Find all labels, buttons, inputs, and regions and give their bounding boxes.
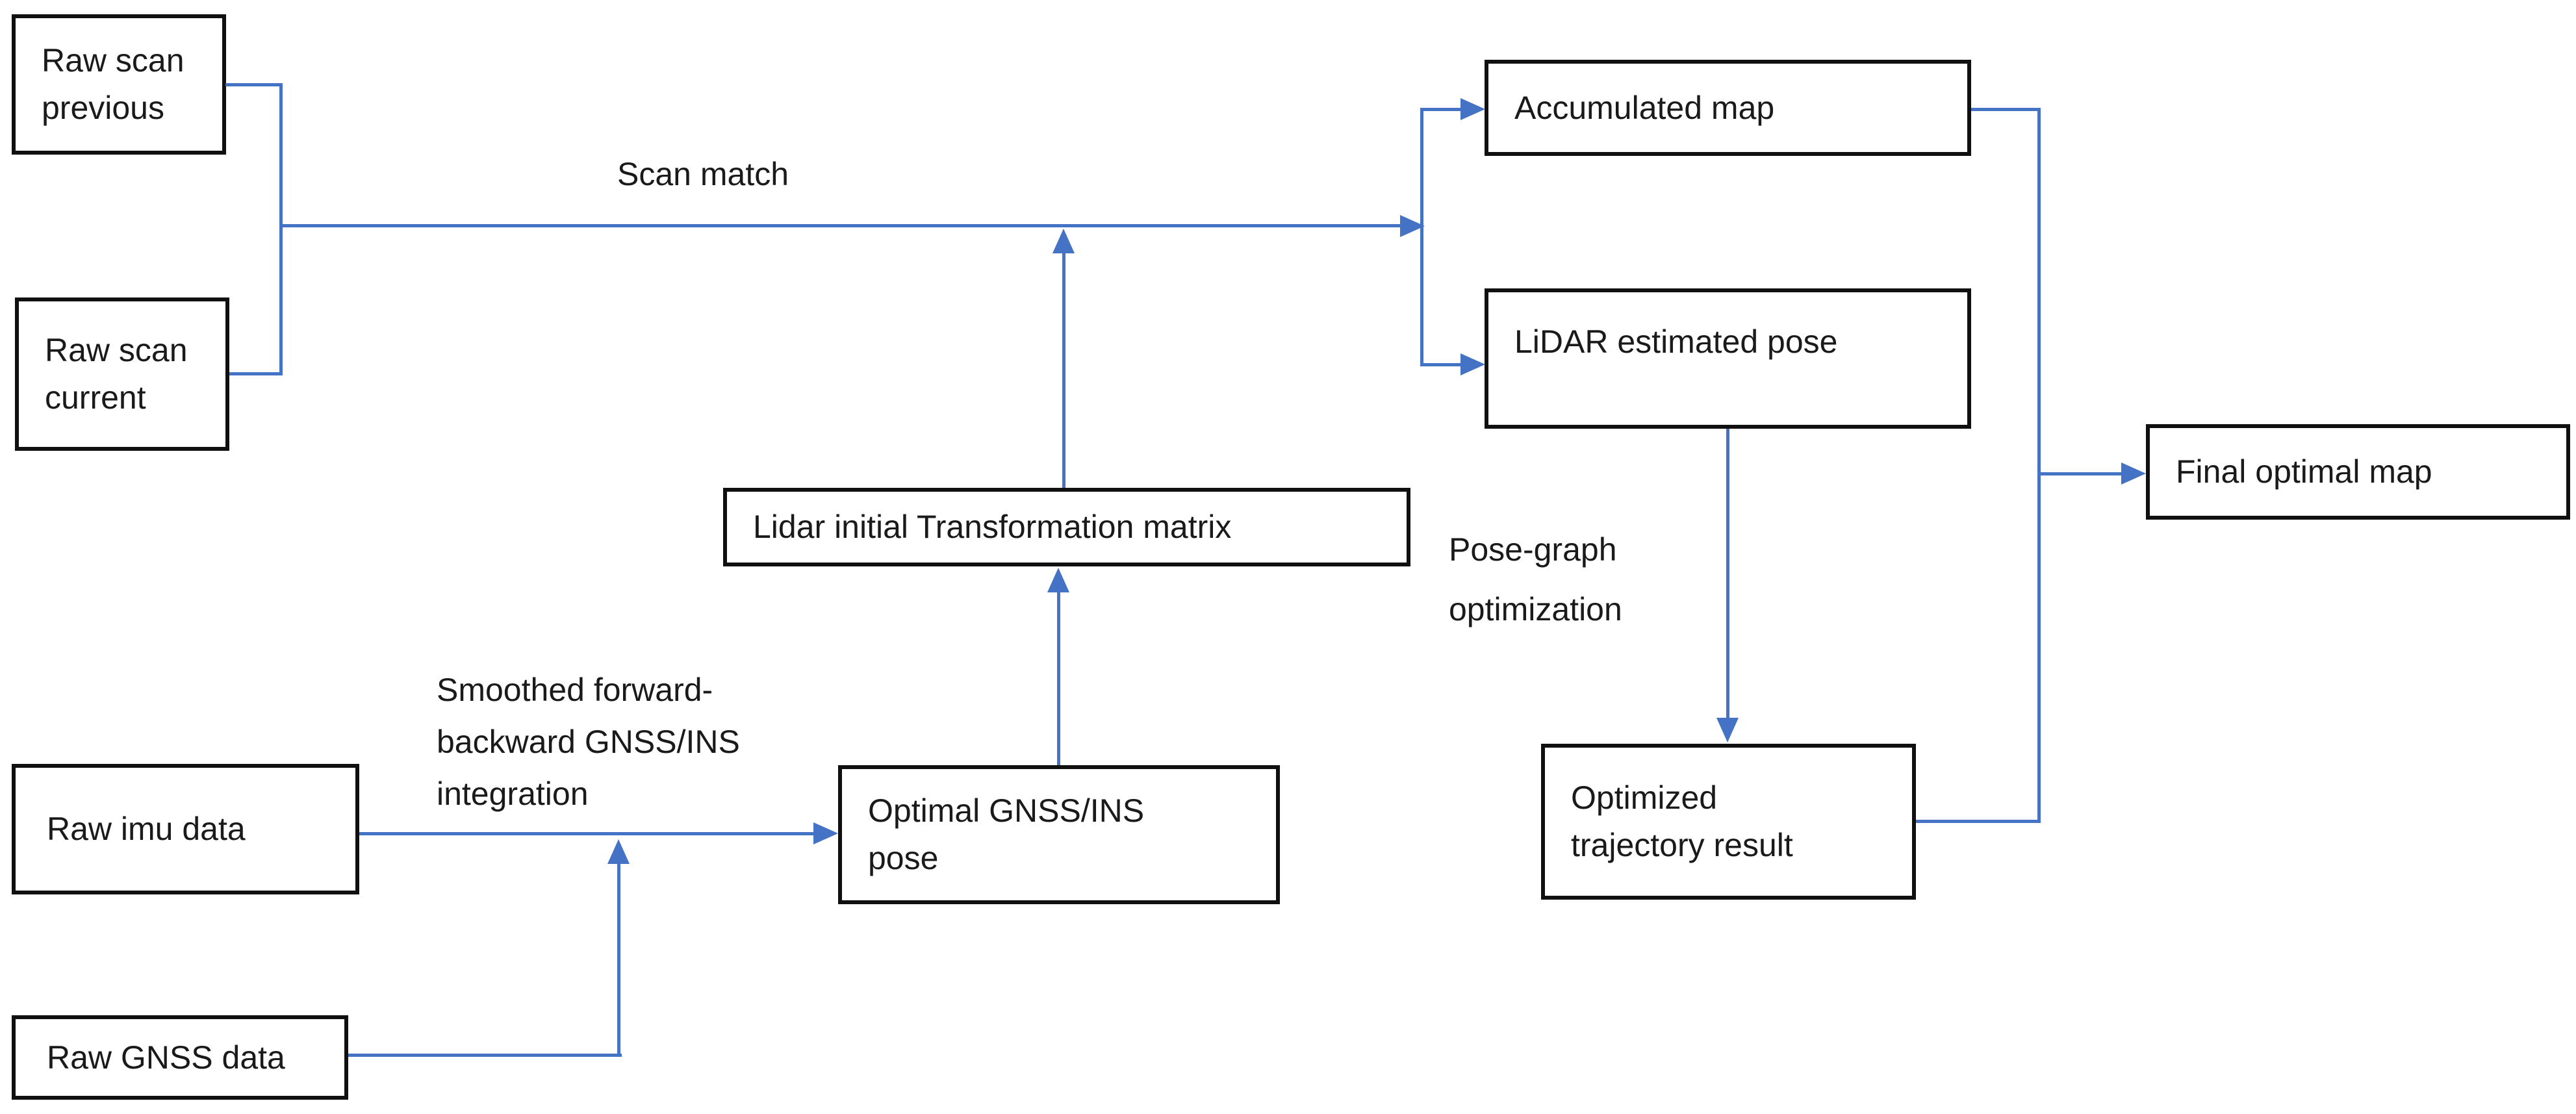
- node-label: Optimal GNSS/INS: [868, 792, 1145, 829]
- node-label: previous: [42, 90, 164, 126]
- arrowhead-to-lidar-estimated-pose: [1460, 353, 1485, 375]
- node-raw-scan-previous: Raw scan previous: [12, 14, 226, 155]
- label-pose-graph-optimization: Pose-graph optimization: [1449, 520, 1622, 639]
- node-label: current: [45, 379, 146, 416]
- node-label: Raw scan: [45, 332, 188, 368]
- connector-gnss-out: [348, 1054, 622, 1057]
- arrowhead-gnsspose-to-transform: [1047, 568, 1069, 592]
- node-lidar-initial-transformation-matrix: Lidar initial Transformation matrix: [723, 488, 1410, 566]
- edge-label-text: integration: [437, 776, 589, 812]
- node-label: Lidar initial Transformation matrix: [753, 509, 1232, 545]
- connector-imu-to-gnsspose: [359, 832, 813, 835]
- node-label: Final optimal map: [2176, 453, 2432, 490]
- connector-accmap-out: [1971, 108, 2041, 111]
- node-label: Accumulated map: [1514, 89, 1775, 126]
- node-label: pose: [868, 840, 939, 876]
- arrowhead-to-final-map: [2121, 462, 2146, 485]
- connector-rawscanprev-stub: [225, 83, 281, 86]
- connector-trajectory-out: [1916, 820, 2041, 823]
- arrowhead-transform-to-scanmatch: [1052, 229, 1075, 253]
- node-label: Raw scan: [42, 42, 185, 79]
- label-scan-match: Scan match: [617, 156, 789, 192]
- connector-to-final-map: [2037, 472, 2121, 475]
- node-raw-scan-current: Raw scan current: [15, 297, 229, 451]
- node-label: Optimized: [1571, 779, 1718, 816]
- node-label: Raw imu data: [47, 811, 246, 847]
- connector-rawscancur-stub: [229, 372, 281, 375]
- node-label: Raw GNSS data: [47, 1039, 285, 1076]
- connector-to-lidar-estimated-pose: [1420, 363, 1460, 366]
- edge-label-text: Pose-graph: [1449, 531, 1617, 568]
- connector-gnss-up: [617, 864, 620, 1057]
- label-smoothed-integration: Smoothed forward- backward GNSS/INS inte…: [437, 664, 740, 820]
- edge-label-text: optimization: [1449, 591, 1622, 627]
- arrowhead-pose-to-trajectory: [1716, 718, 1739, 742]
- connector-split-branch: [1420, 108, 1423, 366]
- connector-transform-to-scanmatch: [1062, 253, 1065, 488]
- connector-gnsspose-to-transform: [1057, 592, 1060, 765]
- node-accumulated-map: Accumulated map: [1485, 60, 1971, 156]
- node-final-optimal-map: Final optimal map: [2146, 424, 2570, 520]
- edge-label-text: backward GNSS/INS: [437, 724, 740, 760]
- arrowhead-imu-to-gnsspose: [813, 822, 838, 844]
- node-optimal-gnss-ins-pose: Optimal GNSS/INS pose: [838, 765, 1280, 904]
- node-label: trajectory result: [1571, 827, 1793, 863]
- connector-scan-match-line: [279, 224, 1400, 227]
- edge-label-text: Smoothed forward-: [437, 672, 713, 708]
- connector-to-accumulated-map: [1420, 108, 1460, 111]
- arrowhead-gnss-up: [607, 839, 630, 864]
- node-raw-gnss-data: Raw GNSS data: [12, 1015, 348, 1100]
- connector-rawscan-bracket: [279, 83, 283, 375]
- node-label: LiDAR estimated pose: [1514, 323, 1838, 360]
- connector-pose-to-trajectory: [1726, 429, 1729, 718]
- node-lidar-estimated-pose: LiDAR estimated pose: [1485, 288, 1971, 429]
- edge-label-text: Scan match: [617, 156, 789, 192]
- node-raw-imu-data: Raw imu data: [12, 764, 359, 894]
- connector-right-trunk: [2037, 108, 2041, 823]
- arrowhead-to-accumulated-map: [1460, 98, 1485, 120]
- node-optimized-trajectory-result: Optimized trajectory result: [1541, 744, 1916, 900]
